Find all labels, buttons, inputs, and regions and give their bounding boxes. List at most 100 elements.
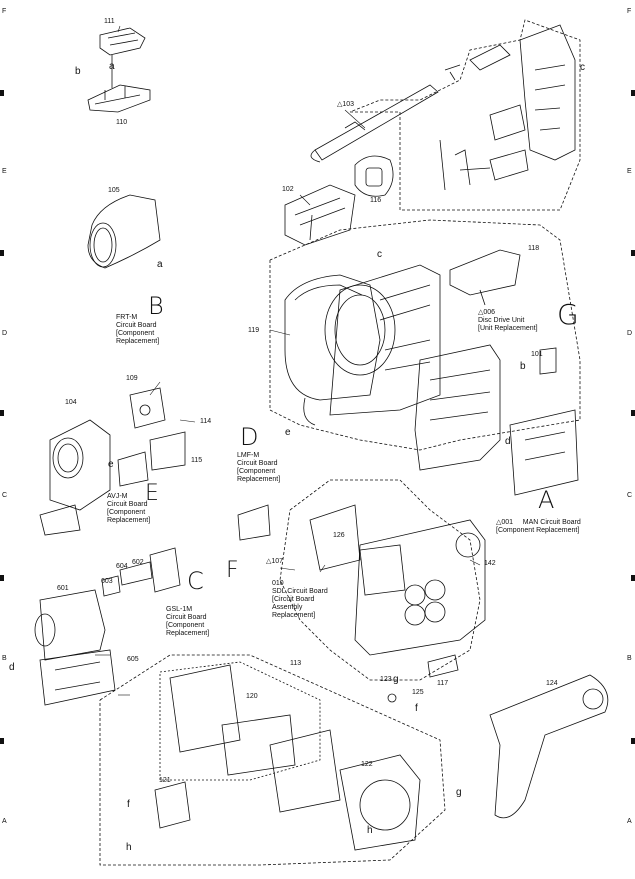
part-label-123: 123 — [380, 676, 392, 683]
part-126-shape — [309, 504, 361, 571]
part-label-603: 603 — [101, 578, 113, 585]
part-label-121: 121 — [159, 777, 171, 784]
edge-mark — [0, 575, 4, 581]
part-label-120: 120 — [246, 693, 258, 700]
part-601-module — [39, 589, 106, 661]
top-right-frame — [519, 24, 576, 161]
ref-letter-d: d — [9, 662, 15, 673]
assembly-dashed-outline-top — [349, 19, 581, 211]
edge-letter-b: B — [627, 655, 632, 662]
part-124-grip — [489, 674, 609, 819]
edge-mark — [0, 410, 4, 416]
part-label-107: △107 — [266, 558, 284, 565]
ref-letter-a: a — [109, 61, 115, 72]
board-letter-d: D — [240, 423, 259, 451]
lmf-board — [237, 504, 271, 541]
ref-letter-g: g — [456, 787, 462, 798]
edge-letter-f: F — [2, 8, 7, 15]
disc-drive-label: △006 Disc Drive Unit [Unit Replacement] — [478, 309, 538, 332]
part-label-103: △103 — [337, 101, 355, 108]
part-101-shape — [539, 347, 557, 375]
part-110-shape — [87, 84, 151, 113]
ref-letter-d: d — [505, 436, 511, 447]
part-113-lcd-frame — [169, 664, 241, 753]
part-label-605: 605 — [127, 656, 139, 663]
assembly-dashed-outline-main — [269, 219, 581, 451]
edge-mark — [0, 90, 4, 96]
lcd-board — [269, 729, 341, 813]
edge-letter-f: F — [627, 8, 632, 15]
part-label-115: 115 — [191, 457, 203, 464]
part-label-116: 116 — [370, 197, 382, 204]
ref-letter-h: h — [367, 825, 373, 836]
ref-letter-e: e — [108, 459, 114, 470]
assembly-dashed-outline-sdl — [279, 479, 481, 681]
edge-mark — [0, 738, 4, 744]
ref-letter-f: f — [415, 703, 418, 714]
part-116-eyecup — [354, 155, 394, 197]
part-104-camera-block — [49, 419, 111, 511]
part-120-lcd-panel — [221, 714, 296, 776]
part-label-601: 601 — [57, 585, 69, 592]
part-119-housing — [284, 274, 381, 401]
assembly-dashed-outline-lcd-inner — [159, 661, 321, 781]
part-label-102: 102 — [282, 186, 294, 193]
edge-mark — [631, 90, 635, 96]
part-label-119: 119 — [248, 327, 260, 334]
edge-letter-d: D — [2, 330, 8, 337]
part-605-bracket — [39, 649, 116, 706]
part-109-shape — [129, 387, 166, 429]
edge-letter-e: E — [627, 168, 632, 175]
gsl-board-label: GSL-1M Circuit Board [Component Replacem… — [166, 606, 210, 637]
ref-letter-c: c — [377, 249, 382, 260]
board-letter-e: E — [145, 481, 159, 506]
sdl-board-label: 010 SDL Circuit Board [Circuit Board Ass… — [272, 580, 328, 619]
part-label-602: 602 — [132, 559, 144, 566]
edge-letter-b: B — [2, 655, 7, 662]
edge-letter-a: A — [627, 818, 632, 825]
part-111-shape — [99, 27, 146, 56]
part-label-104: 104 — [65, 399, 77, 406]
edge-letter-c: C — [2, 492, 8, 499]
part-label-124: 124 — [546, 680, 558, 687]
man-board-label: △001 MAN Circuit Board [Component Replac… — [496, 519, 581, 534]
frt-board-label: FRT-M Circuit Board [Component Replaceme… — [116, 314, 160, 345]
part-label-114: 114 — [200, 418, 212, 425]
edge-letter-d: D — [627, 330, 633, 337]
edge-letter-c: C — [627, 492, 633, 499]
part-115-shape — [149, 431, 186, 471]
part-label-111: 111 — [104, 18, 115, 25]
edge-mark — [631, 410, 635, 416]
ref-letter-h: h — [126, 842, 132, 853]
board-letter-g: G — [557, 298, 579, 331]
ref-letter-c: c — [580, 62, 585, 73]
gsl-board — [149, 547, 181, 593]
edge-mark — [631, 250, 635, 256]
part-102-viewfinder — [284, 184, 356, 246]
lmf-board-label: LMF-M Circuit Board [Component Replaceme… — [237, 452, 281, 483]
edge-letter-e: E — [2, 168, 7, 175]
part-142-frame — [354, 519, 486, 656]
ref-letter-a: a — [157, 259, 163, 270]
ref-letter-g: g — [393, 674, 399, 685]
board-letter-b: B — [148, 292, 164, 320]
part-label-117: 117 — [437, 680, 449, 687]
board-letter-c: C — [187, 567, 204, 595]
ref-letter-b: b — [520, 361, 526, 372]
board-letter-f: F — [226, 558, 239, 583]
man-board — [509, 409, 579, 496]
assembly-dashed-outline-lcd — [99, 654, 446, 866]
ref-letter-f: f — [127, 799, 130, 810]
sdl-board — [359, 544, 406, 596]
part-label-105: 105 — [108, 187, 120, 194]
part-117-shape — [427, 654, 459, 678]
edge-mark — [0, 250, 4, 256]
part-label-109: 109 — [126, 375, 138, 382]
ref-letter-e: e — [285, 427, 291, 438]
part-105-lens-hood — [87, 194, 161, 269]
part-label-118: 118 — [528, 245, 540, 252]
part-label-126: 126 — [333, 532, 345, 539]
avj-board-label: AVJ-M Circuit Board [Component Replaceme… — [107, 493, 151, 524]
edge-mark — [631, 575, 635, 581]
part-label-101: 101 — [531, 351, 543, 358]
